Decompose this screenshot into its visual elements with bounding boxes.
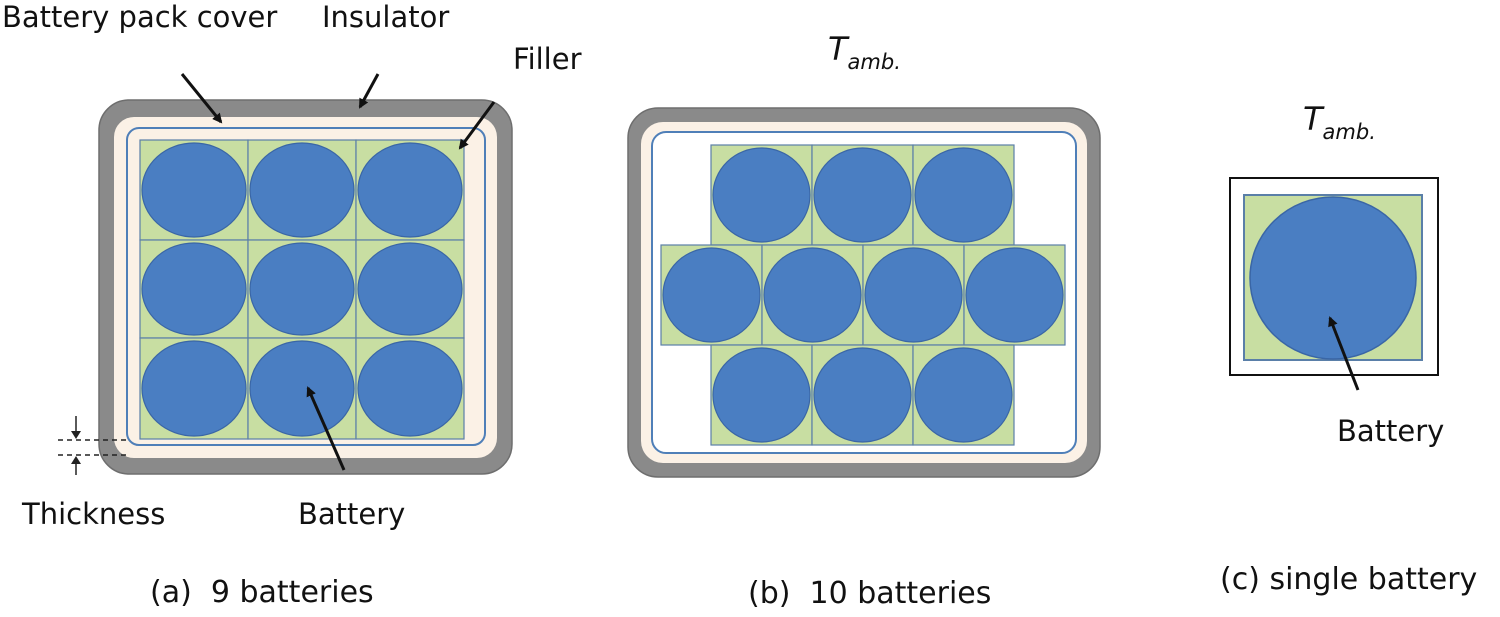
arrow-cover bbox=[180, 73, 223, 124]
battery-cell-8 bbox=[249, 340, 355, 437]
battery-cell-8 bbox=[712, 347, 811, 443]
battery-grid-a bbox=[139, 139, 465, 440]
caption-c: (c) single battery bbox=[1220, 562, 1477, 597]
battery-cell-6 bbox=[864, 247, 963, 343]
battery-cell-5 bbox=[763, 247, 862, 343]
ambient-temperature-c: Tamb. bbox=[1303, 100, 1376, 144]
battery-cell-10 bbox=[914, 347, 1013, 443]
panel-a: Battery pack cover Insulator Filler Thic… bbox=[2, 0, 582, 610]
battery-cell-3 bbox=[914, 147, 1013, 243]
battery-cell-9 bbox=[357, 340, 463, 437]
battery-cell-6 bbox=[357, 242, 463, 336]
caption-a: (a) 9 batteries bbox=[150, 575, 374, 610]
thickness-indicator bbox=[58, 416, 128, 475]
battery-cell-7 bbox=[965, 247, 1064, 343]
arrow-battery-c bbox=[1328, 316, 1360, 391]
battery-cell-1 bbox=[712, 147, 811, 243]
battery-cell-3 bbox=[357, 142, 463, 238]
panel-b: Tamb. (b) 10 batteries bbox=[627, 30, 1101, 611]
label-battery-pack-cover: Battery pack cover bbox=[2, 0, 277, 34]
battery-cell-4 bbox=[662, 247, 761, 343]
label-thickness: Thickness bbox=[21, 497, 165, 531]
battery-cell-4 bbox=[141, 242, 247, 336]
battery-grid-b bbox=[660, 144, 1066, 446]
battery-cell-1 bbox=[141, 142, 247, 238]
battery-cell-9 bbox=[813, 347, 912, 443]
arrow-battery-a bbox=[306, 386, 346, 471]
label-battery-c: Battery bbox=[1337, 414, 1444, 448]
battery-cell-2 bbox=[813, 147, 912, 243]
battery-cell-7 bbox=[141, 340, 247, 437]
battery-cell-2 bbox=[249, 142, 355, 238]
liner-a bbox=[126, 127, 486, 446]
label-insulator: Insulator bbox=[322, 0, 449, 34]
arrow-filler bbox=[458, 101, 496, 150]
label-battery-a: Battery bbox=[298, 497, 405, 531]
arrow-insulator bbox=[358, 73, 380, 109]
panel-c: Tamb. Battery (c) single battery bbox=[1220, 100, 1477, 597]
label-filler: Filler bbox=[513, 42, 582, 76]
ambient-temperature-b: Tamb. bbox=[828, 30, 901, 74]
battery-c bbox=[1249, 196, 1417, 360]
caption-b: (b) 10 batteries bbox=[748, 576, 991, 611]
battery-cell-5 bbox=[249, 242, 355, 336]
